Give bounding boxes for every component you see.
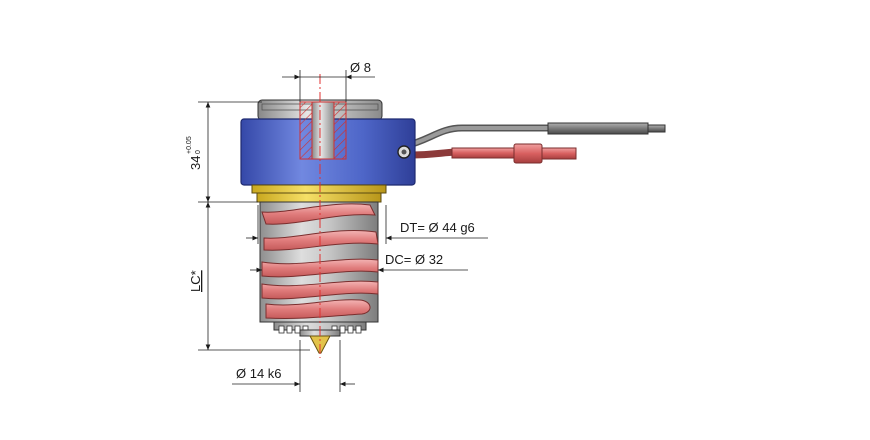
nozzle-diameter-label: Ø 14 k6: [236, 366, 282, 381]
dim-bore-diameter: Ø 8: [282, 60, 375, 102]
grey-cable: [404, 122, 666, 150]
dim-dc: DC= Ø 32: [250, 252, 468, 273]
height-label: 34: [188, 156, 203, 170]
height-tol-lower: 0: [195, 150, 202, 154]
dt-label: DT= Ø 44 g6: [400, 220, 475, 235]
length-lc-label: LC*: [188, 270, 203, 292]
dc-label: DC= Ø 32: [385, 252, 443, 267]
bore-section: [299, 101, 347, 160]
dim-dt: DT= Ø 44 g6: [246, 205, 488, 244]
dim-nozzle-diameter: Ø 14 k6: [232, 340, 355, 392]
dim-length-lc: LC*: [188, 202, 310, 351]
yellow-ring: [251, 184, 387, 203]
height-tol-upper: +0.05: [186, 136, 193, 154]
bore-diameter-label: Ø 8: [350, 60, 371, 75]
red-cable: [409, 143, 577, 164]
